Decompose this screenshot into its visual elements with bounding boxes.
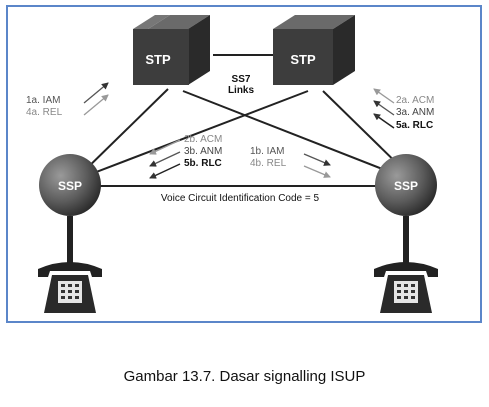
stp-right-node: STP	[273, 15, 355, 85]
msg-1a-iam: 1a. IAM	[26, 95, 60, 106]
telephone-left-icon	[38, 262, 102, 313]
arrow-1a-iam	[83, 82, 109, 104]
link-ssp-right-stp-left	[182, 90, 414, 182]
arrow-3a-anm	[373, 100, 395, 116]
msg-3a-anm: 3a. ANM	[396, 107, 434, 118]
ssp-right-label: SSP	[394, 179, 418, 193]
msg-1b-iam: 1b. IAM	[250, 146, 284, 157]
msg-2b-acm: 2b. ACM	[184, 134, 222, 145]
figure-caption: Gambar 13.7. Dasar signalling ISUP	[123, 368, 366, 385]
ssp-left-label: SSP	[58, 179, 82, 193]
ss7-links-label-line2: Links	[228, 85, 255, 96]
arrow-1b-iam	[303, 153, 331, 166]
msg-5a-rlc: 5a. RLC	[396, 120, 433, 131]
arrow-2b-acm	[149, 139, 181, 155]
stp-right-label: STP	[290, 52, 316, 67]
msg-5b-rlc: 5b. RLC	[184, 158, 222, 169]
link-ssp-left-stp-right	[77, 90, 309, 180]
arrow-2a-acm	[373, 88, 395, 104]
msg-3b-anm: 3b. ANM	[184, 146, 222, 157]
voice-circuit-label: Voice Circuit Identification Code = 5	[161, 193, 320, 204]
arrow-4a-rel	[83, 94, 109, 116]
ssp-left-node: SSP	[39, 154, 101, 216]
isup-signalling-diagram: STP STP SS7 Links SSP SSP Voice Circuit …	[6, 5, 482, 323]
telephone-right-icon	[374, 262, 438, 313]
msg-4b-rel: 4b. REL	[250, 158, 287, 169]
arrow-5b-rlc	[149, 163, 181, 179]
ss7-links-label-line1: SS7	[232, 74, 251, 85]
arrow-4b-rel	[303, 165, 331, 178]
arrow-3b-anm	[149, 151, 181, 167]
msg-2a-acm: 2a. ACM	[396, 95, 434, 106]
stp-left-label: STP	[145, 52, 171, 67]
stp-left-node: STP	[133, 15, 210, 85]
arrow-5a-rlc	[373, 113, 395, 129]
msg-4a-rel: 4a. REL	[26, 107, 63, 118]
link-ssp-left-stp-left	[77, 88, 169, 178]
ssp-right-node: SSP	[375, 154, 437, 216]
